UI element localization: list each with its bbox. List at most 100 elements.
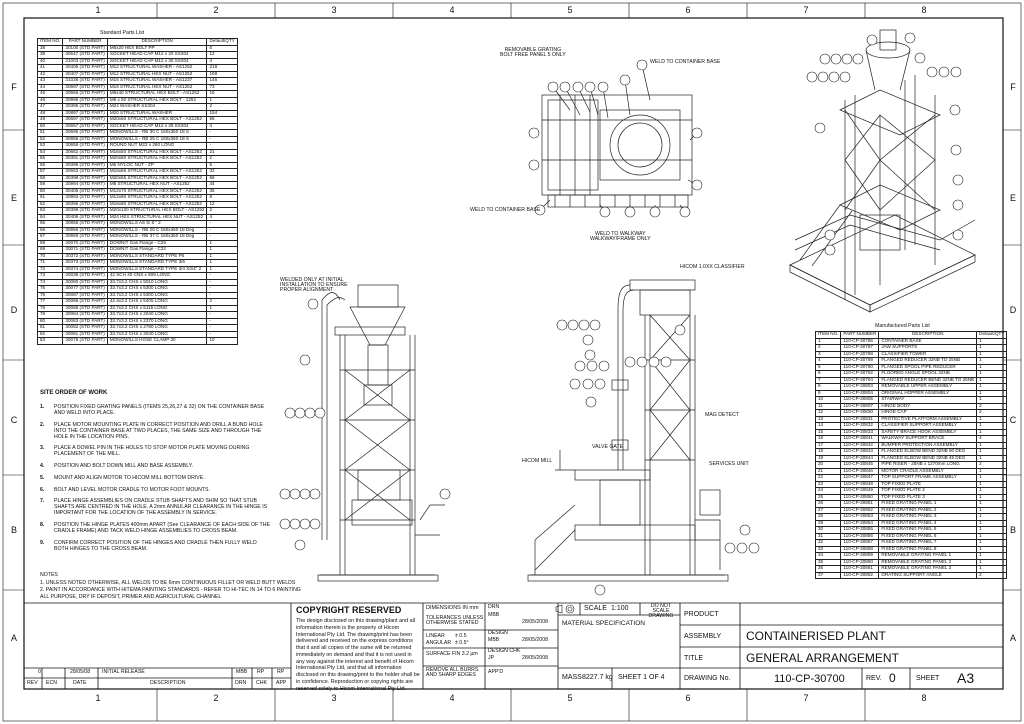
callout-removable-grating: REMOVABLE GRATING BOLT FREE PANEL 5 ONLY xyxy=(500,47,566,59)
site-order-item: 2.PLACE MOTOR MOUNTING PLATE IN CORRECT … xyxy=(40,422,272,441)
elevation-right xyxy=(527,279,729,582)
table-cell: 154 xyxy=(206,109,238,117)
col-label: 1 xyxy=(95,693,101,703)
rev-label: REV. xyxy=(866,675,882,682)
isometric-view xyxy=(789,29,976,313)
callout-mag-detect: MAG DETECT xyxy=(705,412,740,418)
table-cell: GRATING SUPPORT ANGLE xyxy=(878,571,978,579)
col-label: 6 xyxy=(685,5,691,15)
elevation-left xyxy=(317,284,445,582)
table-cell: 30395 (STD PART) xyxy=(62,103,108,111)
row-label: A xyxy=(10,633,17,643)
sheet-of: SHEET 1 OF 4 xyxy=(618,674,665,681)
rev-header: APP xyxy=(276,680,287,686)
angular-value: ± 0.5° xyxy=(455,640,469,646)
col-label: 7 xyxy=(803,5,809,15)
col-label: 3 xyxy=(331,693,337,703)
rev-header: ECN xyxy=(46,680,57,686)
site-order-item: 5.MOUNT AND ALIGN MOTOR TO HICOM MILL BO… xyxy=(40,474,272,482)
site-order-number: 9. xyxy=(40,539,45,546)
table-cell: 30656 (STD PART) xyxy=(62,90,108,98)
callout-weld-container-2: WELD TO CONTAINER BASE xyxy=(470,207,541,213)
table-cell: 44 xyxy=(36,83,64,91)
table-cell: 45 xyxy=(36,90,64,98)
surface-text: SURFACE FIN 3.2 µm xyxy=(426,651,478,657)
drawing-no-value: 110-CP-30700 xyxy=(774,673,845,685)
assembly-label: ASSEMBLY xyxy=(684,633,722,640)
rev-row-date: 28/05/08 xyxy=(70,669,91,675)
table-cell: 31038 (STD PART) xyxy=(62,77,108,85)
mfg-parts-title: Manufactured Parts List xyxy=(875,323,930,329)
linear-label: LINEAR xyxy=(426,633,445,639)
table-cell: 36 xyxy=(814,565,842,573)
table-cell: 73 xyxy=(206,83,238,91)
site-order-number: 6. xyxy=(40,486,45,493)
site-order-number: 5. xyxy=(40,474,45,481)
table-cell: 2 xyxy=(206,103,238,111)
scale-value: 1:100 xyxy=(611,605,629,612)
appd-label: APP'D xyxy=(488,669,504,675)
iso-balloons xyxy=(806,32,964,256)
site-order-text: PLACE A DOWEL PIN IN THE HOLES TO STOP M… xyxy=(54,445,250,458)
table-cell: 30996 (STD PART) xyxy=(62,96,108,104)
rev-header: CHK xyxy=(256,680,267,686)
site-order-item: 7.PLACE HINGE ASSEMBLIES ON CRADLE STUB … xyxy=(40,498,272,517)
site-order-number: 4. xyxy=(40,463,45,470)
site-order-list: 1.POSITION FIXED GRATING PANELS (ITEMS 2… xyxy=(40,404,272,559)
table-cell: 27 xyxy=(814,506,842,514)
col-label: 7 xyxy=(803,693,809,703)
table-cell: 110-CP-30853 xyxy=(840,513,880,521)
table-cell: 2 xyxy=(976,571,1008,579)
table-cell: 40 xyxy=(36,57,64,65)
design-date: 28/05/2008 xyxy=(522,637,548,643)
table-cell: 218 xyxy=(206,64,238,72)
mfg-parts-table: ITEM NO. PART NUMBER DESCRIPTION Default… xyxy=(814,331,1008,579)
table-cell: 110-CP-30862 xyxy=(840,571,880,579)
table-cell: 110-CP-30859 xyxy=(840,552,880,560)
table-cell: 110-CP-30860 xyxy=(840,558,880,566)
table-cell: 1 xyxy=(976,539,1008,547)
col-label: 6 xyxy=(685,693,691,703)
table-cell: MONOWILLS HOSE CLAMP 30 xyxy=(106,337,208,345)
design-by: MBB xyxy=(488,637,500,643)
drawing-no-label: DRAWING No. xyxy=(684,675,731,682)
table-cell: 110-CP-30855 xyxy=(840,526,880,534)
note-line: 2. PAINT IN ACCORDANCE WITH HITEMA PAINT… xyxy=(40,587,301,593)
table-cell: 110-CP-30852 xyxy=(840,506,880,514)
elevation-left-balloons xyxy=(279,298,451,551)
table-cell: 48 xyxy=(36,109,64,117)
mass-value: 8227.7 kg xyxy=(582,674,613,681)
table-cell: 30 xyxy=(814,526,842,534)
col-label: 4 xyxy=(449,5,455,15)
table-cell: 1 xyxy=(976,532,1008,540)
site-order-item: 4.POSITION AND BOLT DOWN MILL AND BASE A… xyxy=(40,463,272,470)
callout-services-unit: SERVICES UNIT xyxy=(709,461,749,467)
drn-date: 28/05/2008 xyxy=(522,619,548,625)
table-cell: 32 xyxy=(814,539,842,547)
title-block-lines xyxy=(24,602,1003,689)
row-label: D xyxy=(10,305,18,315)
table-cell: 28 xyxy=(814,513,842,521)
row-label: C xyxy=(1009,415,1017,425)
assembly-value: CONTAINERISED PLANT xyxy=(746,629,886,643)
table-cell: 110-CP-30858 xyxy=(840,545,880,553)
notes-title: NOTES xyxy=(40,572,58,578)
table-cell: 110-CP-30861 xyxy=(840,565,880,573)
table-cell: 42 xyxy=(36,70,64,78)
site-order-text: POSITION FIXED GRATING PANELS (ITEMS 25,… xyxy=(54,404,265,416)
table-cell: 1 xyxy=(976,552,1008,560)
linear-value: ± 0.5 xyxy=(455,633,467,639)
table-cell: 146 xyxy=(206,77,238,85)
table-cell: 33 xyxy=(814,545,842,553)
